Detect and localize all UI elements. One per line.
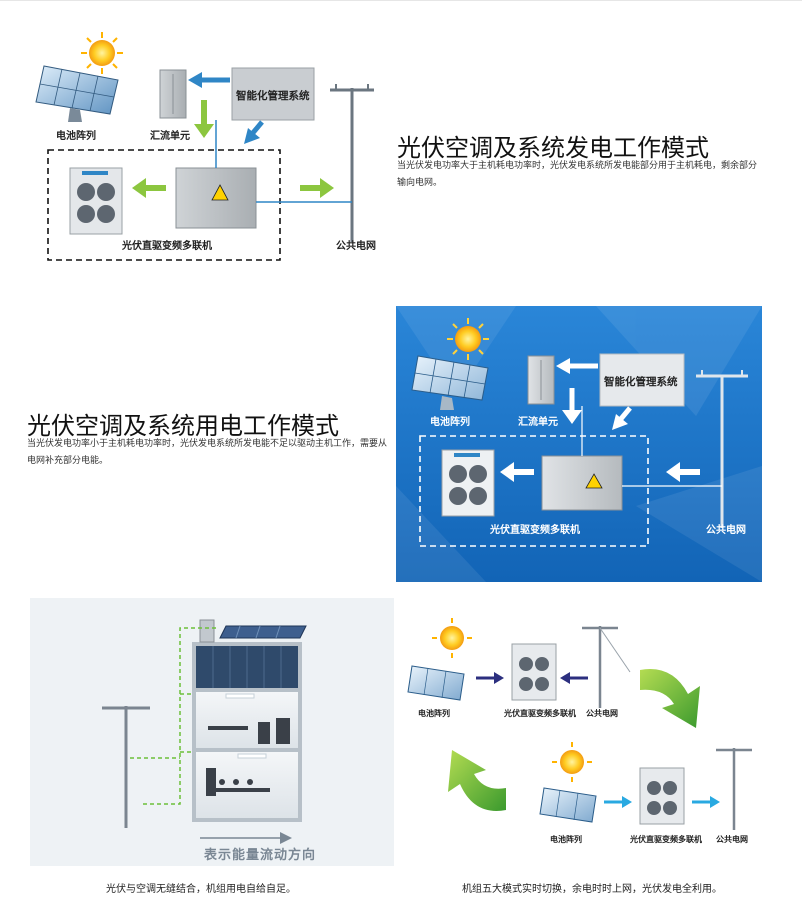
- arrow-unit-to-grid-icon: [692, 796, 720, 808]
- bottom-label-unit: 光伏直驱变频多联机: [630, 835, 702, 844]
- grid-pole-icon: [696, 370, 748, 528]
- top-label-unit: 光伏直驱变频多联机: [504, 709, 576, 718]
- arrow-array-to-unit-icon: [604, 796, 632, 808]
- management-system-box: [231, 67, 315, 121]
- label-unit: 光伏直驱变频多联机: [122, 241, 212, 252]
- top-label-grid: 公共电网: [586, 709, 618, 718]
- label-combiner: 汇流单元: [518, 417, 558, 428]
- consumption-mode-title: 光伏空调及系统用电工作模式: [27, 412, 339, 440]
- arrow-array-to-unit-icon: [476, 672, 504, 684]
- system-boundary-dashed: [419, 435, 649, 547]
- grid-pole-icon: [716, 748, 752, 830]
- combiner-cabinet-icon: [159, 69, 187, 119]
- label-array: 电池阵列: [430, 417, 470, 428]
- generation-diagram-graphic: [35, 32, 374, 261]
- mode-switching-caption: 机组五大模式实时切换，余电时时上网，光伏发电全利用。: [462, 884, 722, 895]
- sun-icon: [552, 742, 592, 782]
- energy-flow-lines: [130, 627, 216, 805]
- blue-background: [396, 306, 762, 582]
- flow-direction-label: 表示能量流动方向: [204, 848, 317, 863]
- bottom-label-array: 电池阵列: [550, 835, 582, 844]
- label-management: 智能化管理系统: [604, 376, 678, 388]
- grid-pole-icon: [102, 706, 150, 828]
- arrow-grid-to-unit-icon: [560, 672, 588, 684]
- top-label-array: 电池阵列: [418, 709, 450, 718]
- label-grid: 公共电网: [336, 241, 376, 252]
- label-unit: 光伏直驱变频多联机: [490, 525, 580, 536]
- outdoor-unit-icon: [511, 643, 557, 701]
- management-system-box: [599, 353, 685, 407]
- consumption-mode-diagram: 电池阵列 汇流单元 智能化管理系统 光伏直驱变频多联机 公共电网: [396, 306, 762, 582]
- mode-switching-graphic: [407, 618, 752, 830]
- generation-mode-title: 光伏空调及系统发电工作模式: [397, 134, 709, 162]
- arrow-management-down-icon: [612, 406, 632, 430]
- roof-solar-panel-icon: [219, 625, 307, 639]
- top-divider: [0, 0, 802, 1]
- system-boundary-dashed: [47, 149, 281, 261]
- arrow-combiner-down-icon: [562, 388, 582, 424]
- flow-direction-legend-icon: [200, 832, 292, 844]
- combiner-cabinet-icon: [527, 355, 555, 405]
- solar-panel-icon: [407, 665, 465, 701]
- sun-icon: [81, 32, 123, 74]
- label-combiner: 汇流单元: [150, 131, 190, 142]
- grid-pole-icon: [582, 626, 631, 708]
- building-panel-caption: 光伏与空调无缝结合，机组用电自给自足。: [106, 884, 296, 895]
- sun-icon: [432, 618, 472, 658]
- solar-panel-icon: [411, 355, 489, 410]
- cycle-arrow-down-icon: [640, 669, 700, 728]
- solar-panel-icon: [35, 65, 119, 122]
- consumption-diagram-graphic: [396, 306, 762, 582]
- solar-panel-icon: [539, 787, 597, 823]
- outdoor-unit-icon: [69, 167, 123, 235]
- outdoor-unit-icon: [639, 767, 685, 825]
- sun-icon: [447, 318, 489, 360]
- generation-mode-diagram: 电池阵列 汇流单元 智能化管理系统 光伏直驱变频多联机 公共电网: [30, 30, 390, 270]
- bottom-label-grid: 公共电网: [716, 835, 748, 844]
- arrow-to-grid-icon: [300, 178, 334, 198]
- label-array: 电池阵列: [56, 131, 96, 142]
- building-graphic: [102, 619, 307, 844]
- arrow-management-to-combiner-icon: [188, 72, 230, 88]
- arrow-management-down-icon: [244, 120, 264, 144]
- arrow-to-unit-icon: [132, 178, 166, 198]
- generation-mode-description: 当光伏发电功率大于主机耗电功率时，光伏发电系统所发电能部分用于主机耗电，剩余部分…: [397, 161, 758, 188]
- arrow-from-grid-icon: [666, 462, 700, 482]
- label-grid: 公共电网: [706, 525, 746, 536]
- arrow-to-unit-icon: [500, 462, 534, 482]
- inverter-box-icon: [175, 167, 257, 229]
- label-management: 智能化管理系统: [236, 90, 310, 102]
- arrow-management-to-combiner-icon: [556, 358, 598, 374]
- grid-pole-icon: [330, 84, 374, 242]
- outdoor-unit-icon: [441, 449, 495, 517]
- inverter-box-icon: [541, 455, 623, 511]
- mode-switching-panel: 电池阵列 光伏直驱变频多联机 公共电网 电池阵列 光伏直驱变频多联机 公共电网: [404, 612, 774, 862]
- consumption-mode-description: 当光伏发电功率小于主机耗电功率时，光伏发电系统所发电能不足以驱动主机工作，需要从…: [27, 439, 388, 466]
- cycle-arrow-up-icon: [448, 750, 506, 811]
- rooftop-unit-icon: [199, 619, 215, 643]
- building-energy-flow-panel: 表示能量流动方向: [30, 598, 394, 866]
- arrow-combiner-down-icon: [194, 100, 214, 138]
